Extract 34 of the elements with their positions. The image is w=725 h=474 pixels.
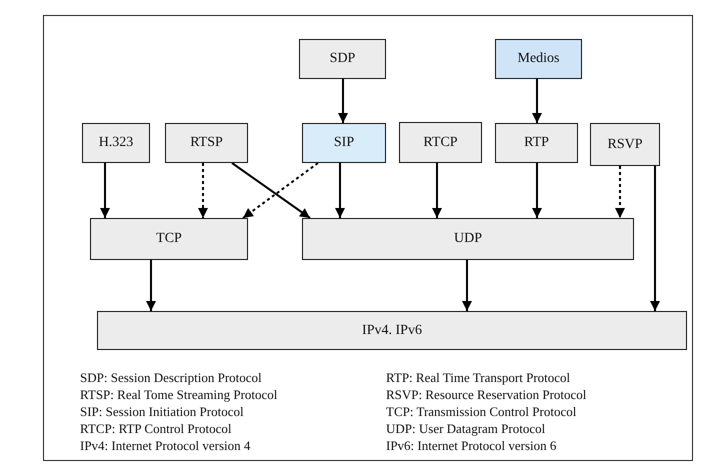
arrow [100, 163, 110, 218]
protocol-box: RTP [495, 123, 578, 163]
arrow [231, 162, 311, 219]
arrow [650, 166, 660, 311]
legend-note: IPv4: Internet Protocol version 4 [80, 438, 250, 454]
protocol-box: UDP [302, 218, 634, 260]
legend-note: RTSP: Real Tome Streaming Protocol [80, 387, 278, 403]
arrow [615, 166, 625, 218]
legend-note: RTP: Real Time Transport Protocol [386, 370, 570, 386]
protocol-box: RSVP [590, 123, 660, 166]
arrow [335, 163, 345, 218]
protocol-box: RTCP [399, 122, 482, 163]
protocol-box: SIP [302, 123, 386, 163]
legend-note: SIP: Session Initiation Protocol [80, 404, 244, 420]
arrow [338, 79, 348, 123]
arrow [198, 163, 208, 218]
legend-note: SDP: Session Description Protocol [80, 370, 262, 386]
legend-note: RTCP: RTP Control Protocol [80, 421, 232, 437]
protocol-box: TCP [90, 218, 248, 260]
protocol-box: H.323 [82, 123, 150, 163]
legend-note: TCP: Transmission Control Protocol [386, 404, 576, 420]
arrow [242, 162, 319, 219]
arrow [532, 79, 542, 123]
protocol-box: Medios [495, 39, 582, 79]
protocol-box: RTSP [165, 123, 248, 163]
legend-note: RSVP: Resource Reservation Protocol [386, 387, 586, 403]
legend-note: IPv6: Internet Protocol version 6 [386, 438, 556, 454]
arrow [146, 260, 156, 311]
arrow [462, 260, 472, 311]
layer-bar: IPv4. IPv6 [97, 311, 687, 350]
arrow [532, 163, 542, 218]
legend-note: UDP: User Datagram Protocol [386, 421, 546, 437]
arrow [432, 163, 442, 218]
protocol-box: SDP [299, 39, 386, 79]
